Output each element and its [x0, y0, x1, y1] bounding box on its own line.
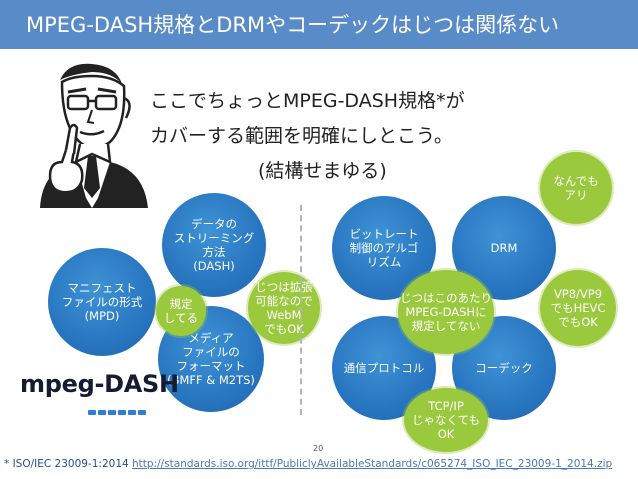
- circle-media-file-format: メディア ファイルの フォーマット (BMFF & M2TS): [158, 306, 264, 412]
- circle-streaming-method: データの ストリーミング 方法 (DASH): [162, 193, 266, 297]
- slide-title: MPEG-DASH規格とDRMやコーデックはじつは関係ない: [26, 13, 560, 37]
- mpeg-dash-logo-dots: [88, 400, 148, 419]
- footer-note: * ISO/IEC 23009-1:2014 http://standards.…: [4, 458, 612, 470]
- bubble-vp8-hevc-ok: VP8/VP9 でもHEVC でもOK: [540, 270, 616, 346]
- page-number: 20: [313, 444, 324, 453]
- headline-line-1: ここでちょっとMPEG-DASH規格*が: [150, 90, 465, 112]
- headline-line-2: カバーする範囲を明確にしとこう。: [150, 125, 453, 147]
- mpeg-dash-logo: mpeg-DASH: [20, 370, 179, 398]
- bubble-webm-ok: じつは拡張 可能なので WebM でもOK: [248, 272, 320, 344]
- bubble-tcpip-ok: TCP/IP じゃなくても OK: [404, 388, 488, 452]
- title-bar: [0, 0, 638, 49]
- circle-manifest-format: マニフェスト ファイルの形式 (MPD): [48, 248, 156, 356]
- footer-prefix: * ISO/IEC 23009-1:2014: [4, 458, 133, 470]
- bubble-anything-ok: なんでも アリ: [540, 152, 612, 224]
- circle-bitrate-algorithm: ビットレート 制御のアルゴ リズム: [332, 196, 436, 300]
- pointing-man-illustration: [40, 63, 148, 208]
- bubble-not-defined: じつはこのあたり MPEG-DASHに 規定してない: [398, 270, 494, 354]
- footer-link[interactable]: http://standards.iso.org/ittf/PubliclyAv…: [132, 458, 613, 470]
- bubble-defined: 規定 してる: [156, 286, 206, 336]
- headline-line-3: (結構せまゆる): [258, 160, 387, 182]
- group-divider: [300, 205, 302, 415]
